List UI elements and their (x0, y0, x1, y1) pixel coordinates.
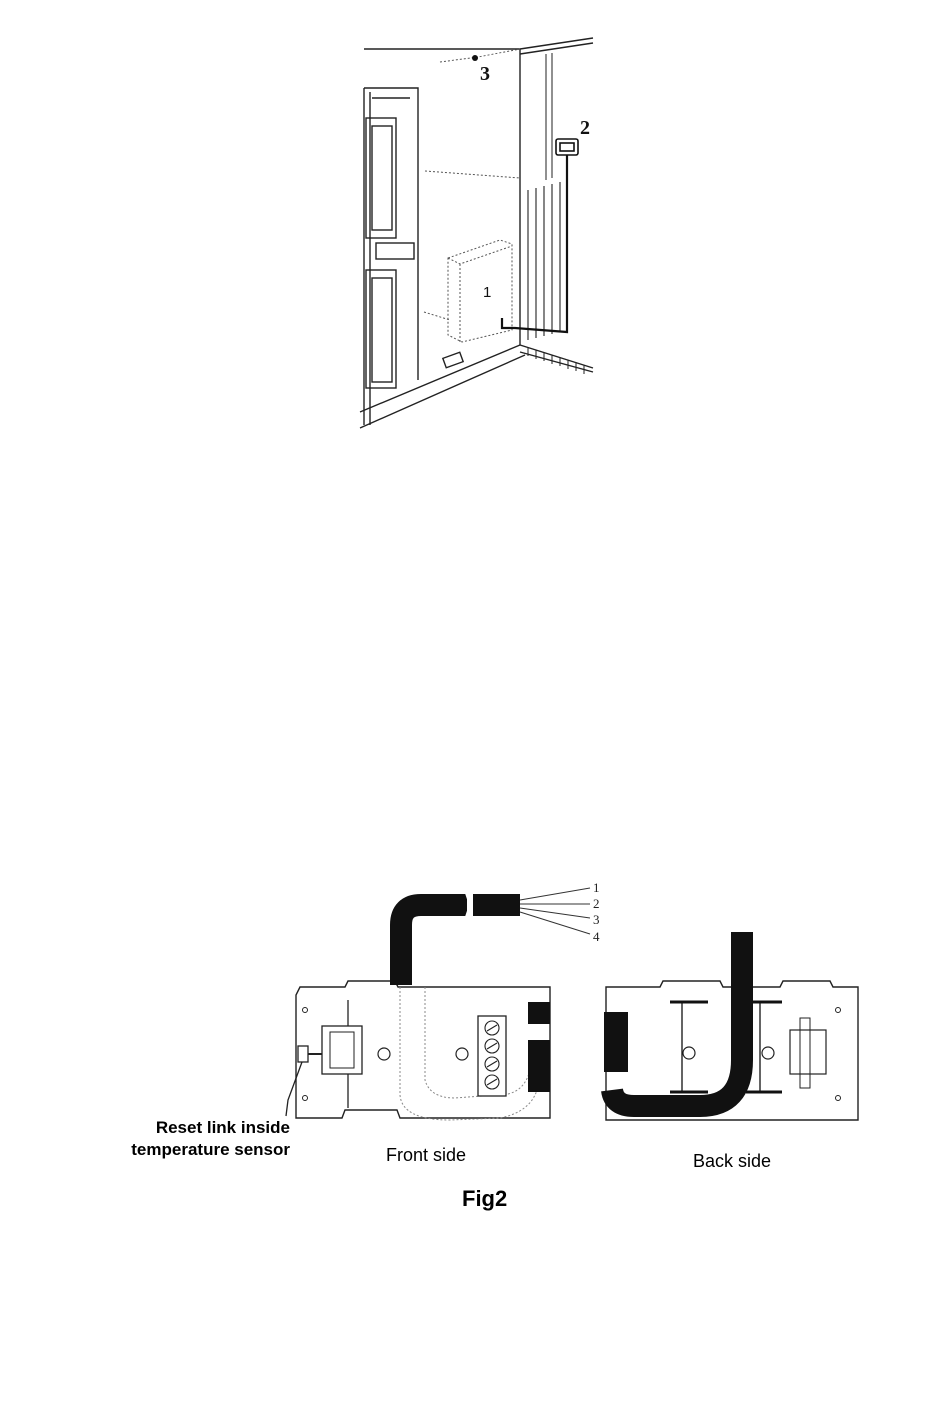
room-thermostat (556, 139, 578, 155)
callout-1: 1 (483, 284, 491, 301)
wall-dotted-line (425, 171, 520, 178)
front-side-caption: Front side (386, 1145, 466, 1166)
front-side-plate (296, 981, 550, 1120)
floor-edge (360, 345, 593, 428)
reset-link-button (298, 1046, 308, 1062)
installation-diagram: 3 2 1 (355, 30, 605, 435)
wire-number-1: 1 (593, 880, 600, 895)
back-side-plate (604, 932, 858, 1120)
door-frame-outer (364, 88, 370, 425)
door-handle (376, 243, 414, 259)
right-wall-top (520, 38, 593, 54)
reset-link-caption: Reset link inside temperature sensor (108, 1117, 290, 1161)
back-side-caption: Back side (693, 1151, 771, 1172)
wire-number-2: 2 (593, 896, 600, 911)
radiator (528, 182, 560, 340)
sensor-point (472, 55, 478, 61)
reset-caption-line1: Reset link inside (108, 1117, 290, 1139)
wire-number-4: 4 (593, 929, 600, 944)
callout-2: 2 (580, 117, 590, 139)
sensor-line-3 (440, 49, 520, 62)
sensor-diagram: 1 2 3 4 (280, 870, 880, 1130)
figure-caption: Fig2 (462, 1186, 507, 1212)
wire-number-3: 3 (593, 912, 600, 927)
floor-vent (443, 352, 463, 368)
callout-3: 3 (480, 63, 490, 85)
front-cable: 1 2 3 4 (401, 880, 600, 985)
reset-caption-line2: temperature sensor (108, 1139, 290, 1161)
